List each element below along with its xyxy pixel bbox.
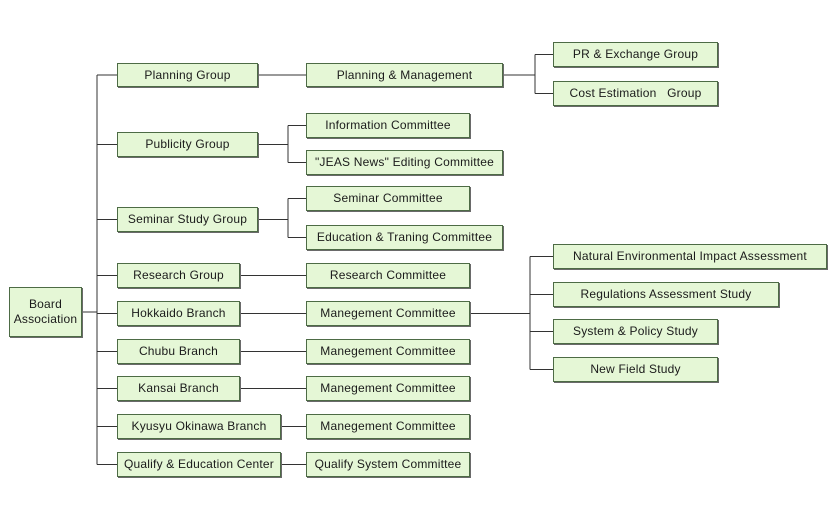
node-hokkaido-branch: Hokkaido Branch bbox=[117, 301, 240, 326]
node-pr-exchange-group: PR & Exchange Group bbox=[553, 42, 718, 67]
node-regulations-assessment-study: Regulations Assessment Study bbox=[553, 282, 779, 307]
node-qualify-education-center: Qualify & Education Center bbox=[117, 452, 281, 477]
node-seminar-study-group: Seminar Study Group bbox=[117, 207, 258, 232]
node-new-field-study: New Field Study bbox=[553, 357, 718, 382]
node-kyusyu-okinawa-branch: Kyusyu Okinawa Branch bbox=[117, 414, 281, 439]
node-kansai-branch: Kansai Branch bbox=[117, 376, 240, 401]
node-chubu-branch: Chubu Branch bbox=[117, 339, 240, 364]
node-research-group: Research Group bbox=[117, 263, 240, 288]
node-qualify-system-committee: Qualify System Committee bbox=[306, 452, 470, 477]
node-system-policy-study: System & Policy Study bbox=[553, 319, 718, 344]
node-hokkaido-management-committee: Manegement Committee bbox=[306, 301, 470, 326]
node-publicity-group: Publicity Group bbox=[117, 132, 258, 157]
node-education-training-committee: Education & Traning Committee bbox=[306, 225, 503, 250]
node-planning-group: Planning Group bbox=[117, 63, 258, 87]
node-cost-estimation-group: Cost Estimation Group bbox=[553, 81, 718, 106]
node-research-committee: Research Committee bbox=[306, 263, 470, 288]
node-kyusyu-management-committee: Manegement Committee bbox=[306, 414, 470, 439]
node-kansai-management-committee: Manegement Committee bbox=[306, 376, 470, 401]
node-planning-management: Planning & Management bbox=[306, 63, 503, 87]
node-natural-environmental-impact-assessment: Natural Environmental Impact Assessment bbox=[553, 244, 827, 269]
node-jeas-news-editing-committee: "JEAS News" Editing Committee bbox=[306, 150, 503, 175]
node-seminar-committee: Seminar Committee bbox=[306, 186, 470, 211]
node-chubu-management-committee: Manegement Committee bbox=[306, 339, 470, 364]
node-information-committee: Information Committee bbox=[306, 113, 470, 138]
node-board-association: Board Association bbox=[9, 287, 82, 337]
